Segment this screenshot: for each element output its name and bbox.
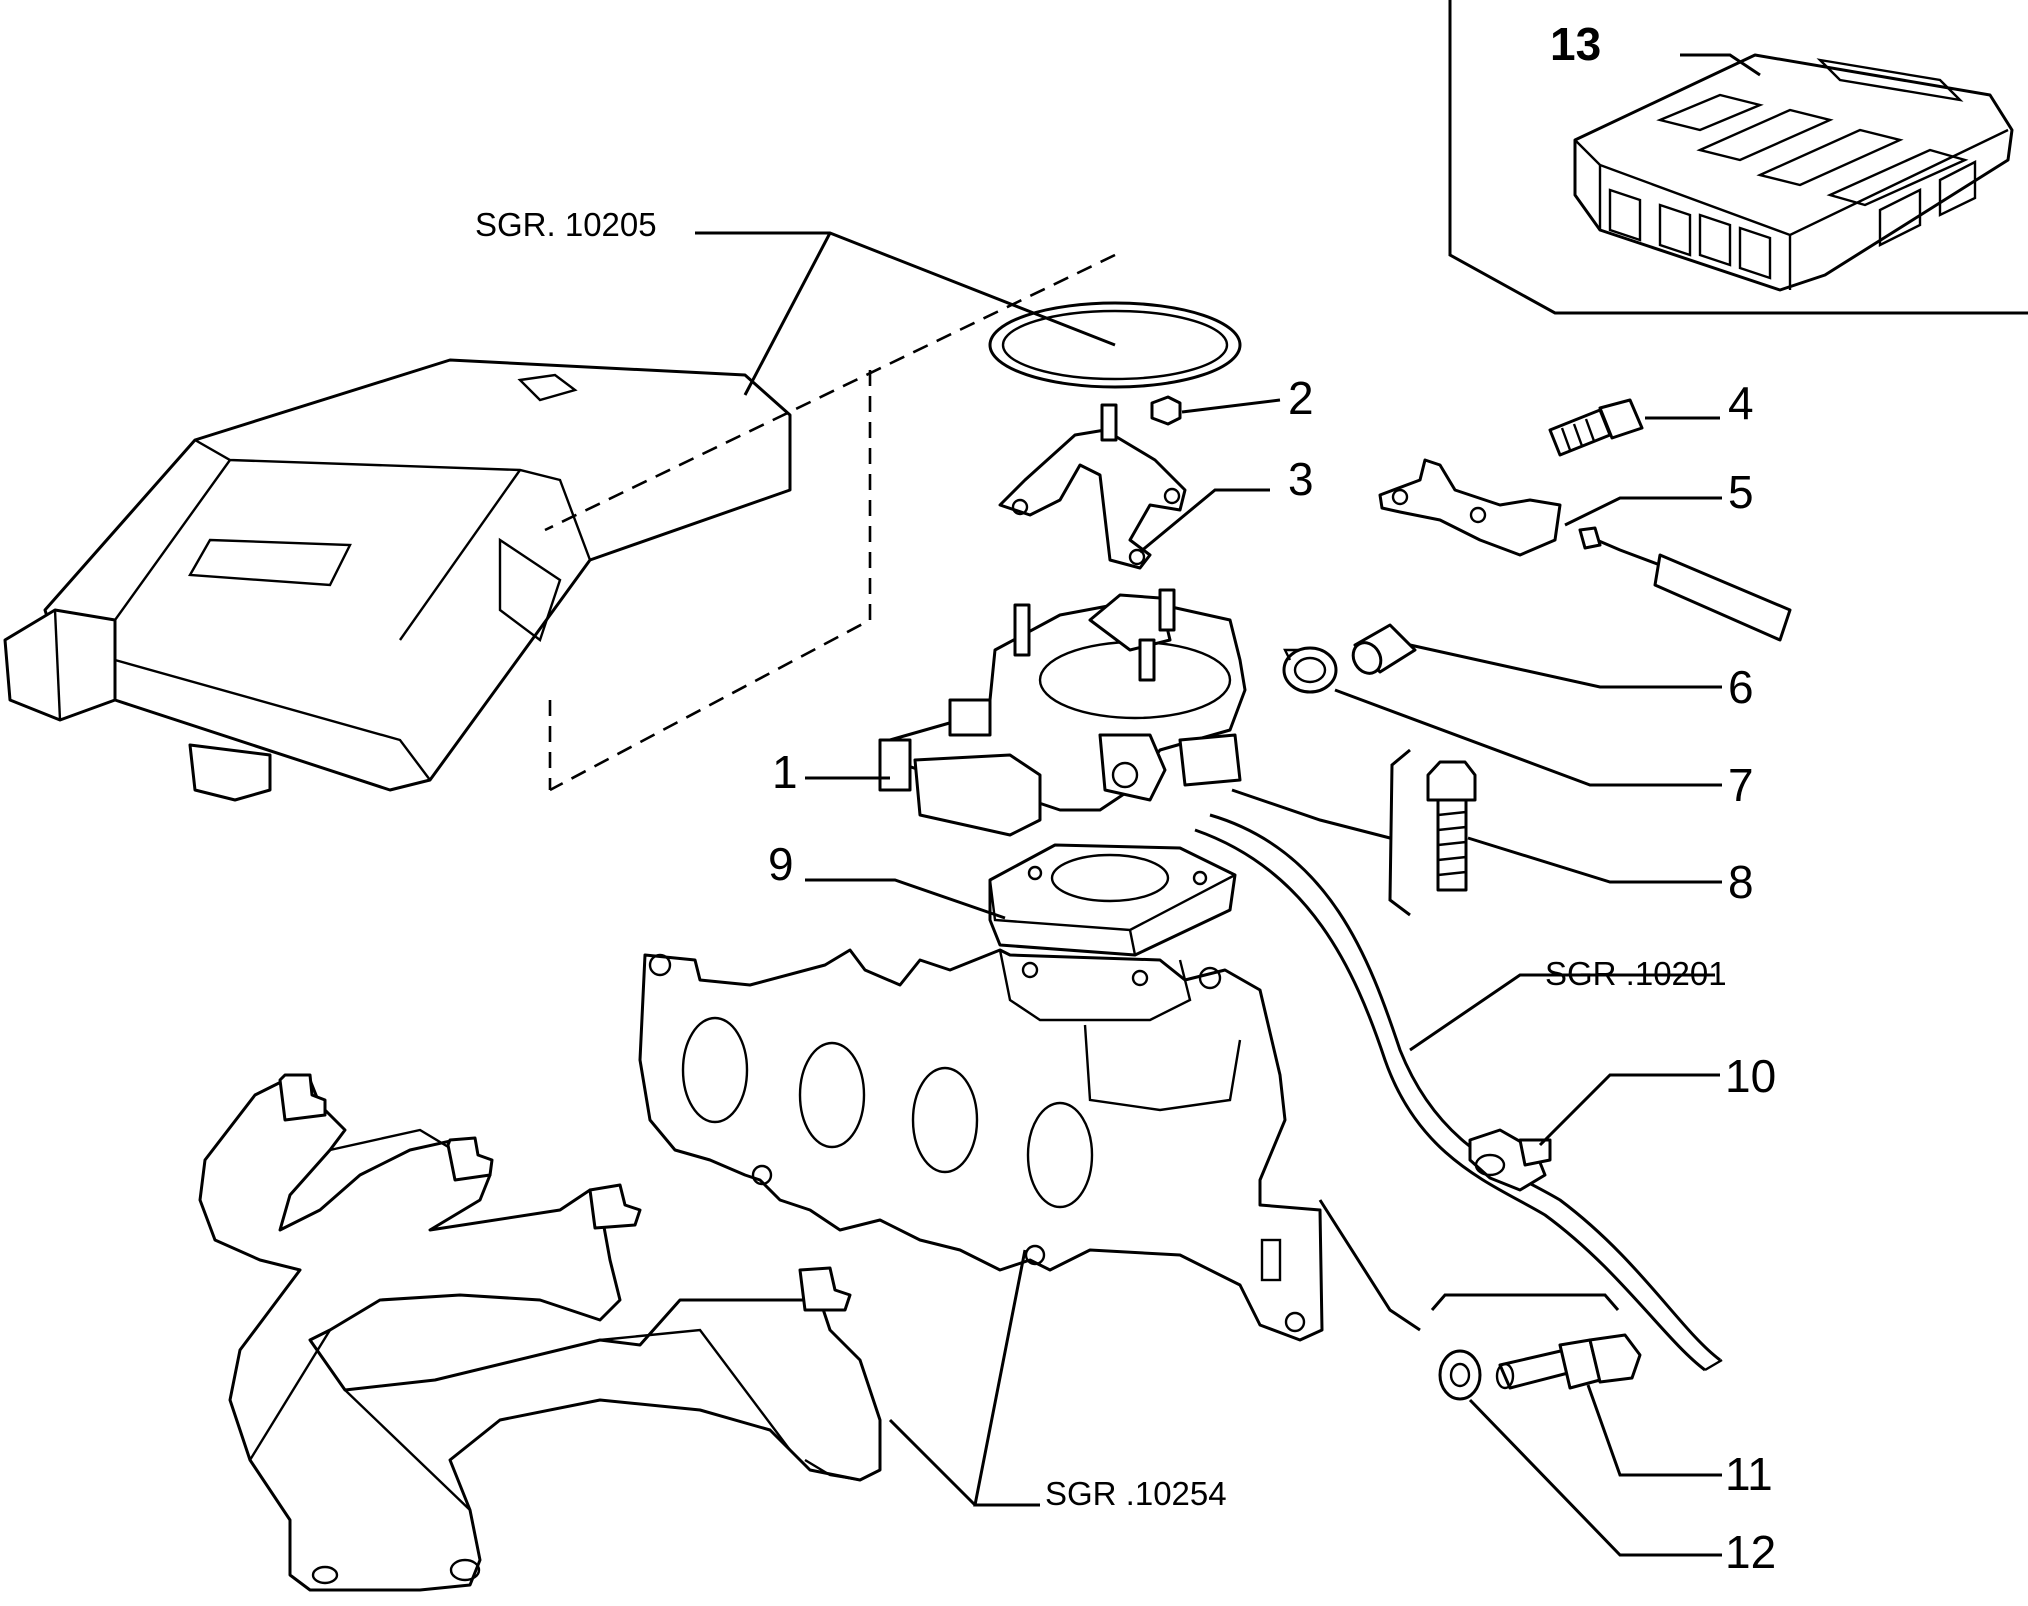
ecu-inset-frame <box>1448 0 2028 315</box>
hose-sleeve-icon <box>1351 623 1417 675</box>
callout-2: 2 <box>1288 372 1314 424</box>
callout-1: 1 <box>772 746 798 798</box>
leader-lines <box>695 53 1761 1557</box>
callout-7: 7 <box>1728 759 1754 811</box>
reference-labels: SGR. 10205 SGR .10201 SGR .10254 <box>475 206 1727 1512</box>
support-bracket-icon <box>998 403 1187 570</box>
callout-5: 5 <box>1728 466 1754 518</box>
callout-6: 6 <box>1728 661 1754 713</box>
air-filter-dash-lines <box>544 253 1116 792</box>
ref-manifold: SGR .10254 <box>1045 1475 1227 1512</box>
callout-12: 12 <box>1725 1526 1776 1578</box>
screw-icon <box>1426 760 1477 892</box>
callout-8: 8 <box>1728 856 1754 908</box>
ecu-control-unit-icon <box>1573 53 2014 292</box>
hose-line-icon <box>1194 813 1723 1372</box>
callout-9: 9 <box>768 838 794 890</box>
washer-icon <box>1438 1349 1482 1401</box>
screw-group-bracket <box>1388 748 1411 917</box>
callout-3: 3 <box>1288 453 1314 505</box>
sensor-group-bracket <box>1430 1293 1620 1311</box>
gasket-icon <box>988 843 1237 957</box>
intake-manifold-icon <box>638 948 1324 1342</box>
callout-10: 10 <box>1725 1050 1776 1102</box>
nut-icon <box>1150 395 1182 426</box>
callout-11: 11 <box>1725 1448 1773 1500</box>
temperature-sensor-icon <box>1495 1333 1642 1390</box>
throttle-body-icon <box>878 588 1247 837</box>
cable-bracket-icon <box>1378 458 1562 557</box>
callout-labels: 1 2 3 4 5 6 7 8 9 10 11 12 13 <box>768 18 1776 1578</box>
bolt-icon <box>1548 398 1644 457</box>
sensor-cable-icon <box>1578 526 1792 642</box>
ref-hose: SGR .10201 <box>1545 955 1727 992</box>
hose-clamp-icon <box>1468 1128 1552 1192</box>
callout-13: 13 <box>1550 18 1601 70</box>
callout-4: 4 <box>1728 377 1754 429</box>
air-filter-housing-icon <box>3 358 792 802</box>
hose-clip-icon <box>1282 646 1338 694</box>
exhaust-manifold-icon <box>198 1073 882 1592</box>
ref-air-filter: SGR. 10205 <box>475 206 657 243</box>
